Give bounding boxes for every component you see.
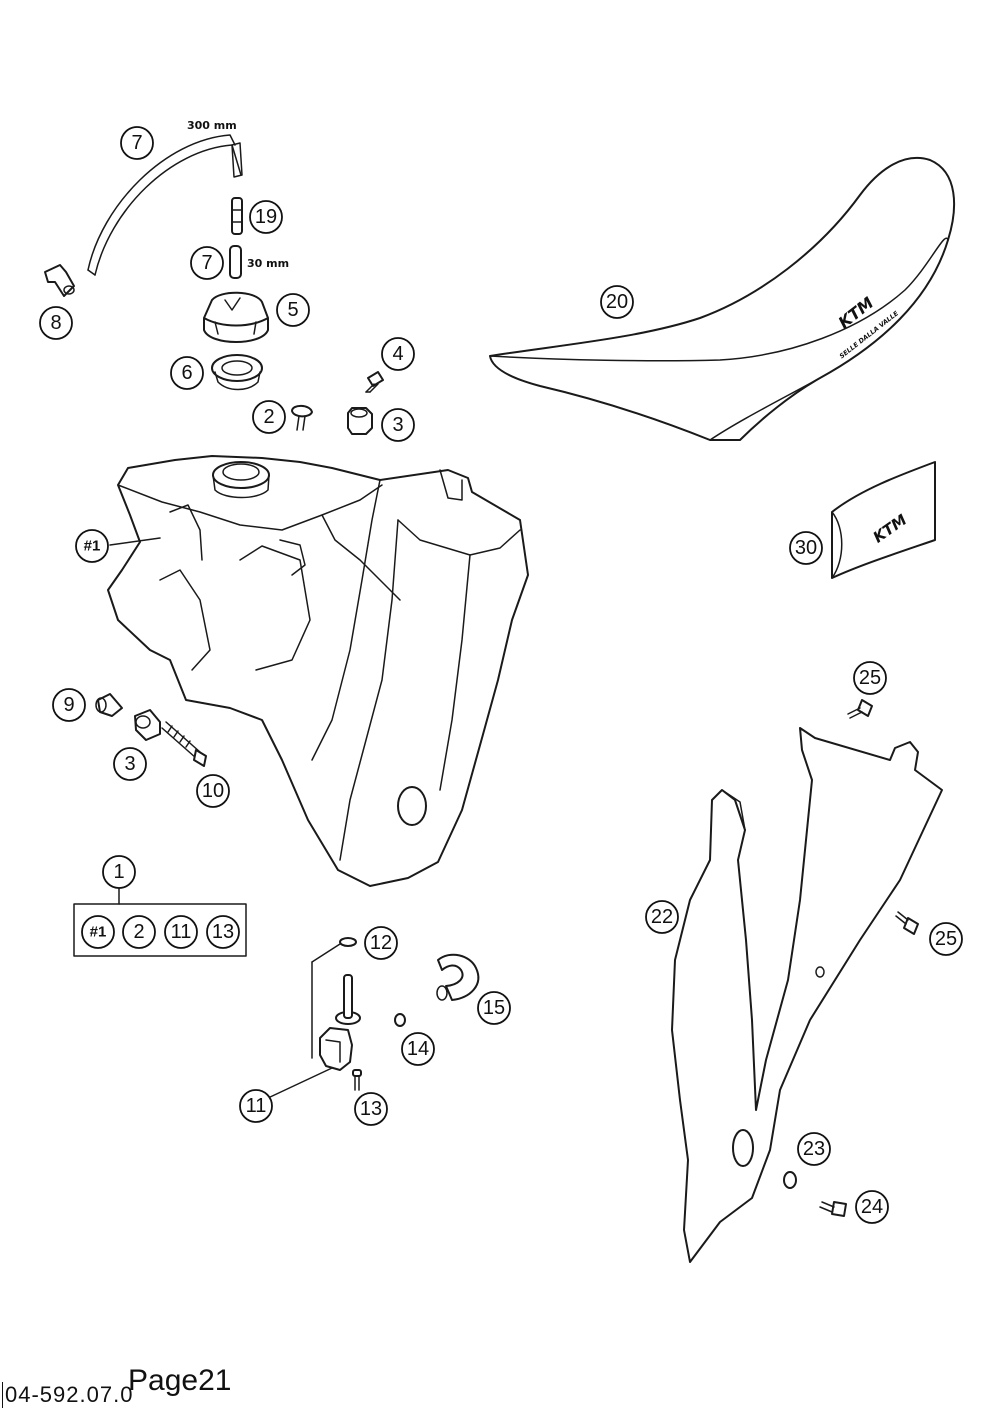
spacer-sleeve [95, 693, 123, 717]
leader-line-12 [311, 943, 341, 963]
screw-25-lower [895, 911, 919, 935]
callout-9: 9 [52, 688, 86, 722]
callout-3-upper: 3 [381, 408, 415, 442]
svg-text:13: 13 [212, 921, 234, 943]
kit-callout-11: 11 [164, 915, 198, 949]
tank-decal [831, 461, 936, 579]
svg-text:19: 19 [255, 206, 277, 228]
callout-7-upper: 7 [120, 126, 154, 160]
callout-19: 19 [249, 200, 283, 234]
svg-text:2: 2 [263, 406, 274, 428]
svg-text:12: 12 [370, 932, 392, 954]
drawing-code: 04-592.07.0 [2, 1382, 133, 1408]
callout-3-lower: 3 [113, 747, 147, 781]
svg-text:#1: #1 [84, 538, 101, 555]
svg-text:2: 2 [133, 921, 144, 943]
screw-13 [352, 1069, 362, 1091]
callout-8: 8 [39, 306, 73, 340]
leader-line-tank [109, 537, 161, 546]
callout-7-lower: 7 [190, 246, 224, 280]
o-ring [339, 937, 357, 947]
svg-text:7: 7 [131, 132, 142, 154]
callout-10: 10 [196, 774, 230, 808]
svg-text:30: 30 [795, 537, 817, 559]
hose-long-length: 300 mm [187, 119, 237, 132]
callout-6: 6 [170, 356, 204, 390]
svg-text:#1: #1 [90, 924, 107, 941]
svg-text:3: 3 [124, 753, 135, 775]
svg-text:23: 23 [803, 1138, 825, 1160]
callout-23: 23 [797, 1132, 831, 1166]
hose-connector [231, 197, 243, 235]
rubber-bushing-upper [347, 407, 373, 435]
svg-text:20: 20 [606, 291, 628, 313]
svg-text:6: 6 [181, 362, 192, 384]
callout-22: 22 [645, 900, 679, 934]
callout-25-upper: 25 [853, 661, 887, 695]
screw-4 [365, 371, 384, 393]
side-panel [671, 727, 943, 1263]
callout-15: 15 [477, 991, 511, 1025]
callout-13: 13 [354, 1092, 388, 1126]
fuel-cap [203, 291, 269, 343]
fuel-tank [107, 455, 529, 887]
svg-text:22: 22 [651, 906, 673, 928]
svg-text:1: 1 [113, 861, 124, 883]
svg-text:24: 24 [861, 1196, 883, 1218]
screw-25-upper [847, 699, 873, 719]
callout-tank: #1 [75, 529, 109, 563]
svg-text:13: 13 [360, 1098, 382, 1120]
callout-14: 14 [401, 1032, 435, 1066]
svg-text:9: 9 [63, 694, 74, 716]
bolt-10 [161, 721, 207, 767]
cap-gasket [211, 354, 263, 391]
callout-4: 4 [381, 337, 415, 371]
svg-text:15: 15 [483, 997, 505, 1019]
elbow-fitting [44, 264, 75, 297]
callout-20: 20 [600, 285, 634, 319]
svg-text:3: 3 [392, 414, 403, 436]
svg-text:25: 25 [859, 667, 881, 689]
kit-callout-2: 2 [122, 915, 156, 949]
callout-5: 5 [276, 293, 310, 327]
screw-24 [819, 1201, 847, 1217]
svg-text:11: 11 [171, 921, 192, 943]
hose-short-length: 30 mm [247, 257, 289, 270]
svg-text:4: 4 [392, 343, 403, 365]
screw-2 [291, 404, 313, 431]
kit-callout-13: 13 [206, 915, 240, 949]
fuel-hose-short [229, 245, 242, 279]
svg-text:5: 5 [287, 299, 298, 321]
kit-callout-tank: #1 [81, 915, 115, 949]
seat [489, 156, 956, 441]
svg-text:11: 11 [246, 1095, 267, 1117]
fuel-tap [267, 974, 361, 1099]
callout-1: 1 [102, 855, 136, 889]
rubber-bushing-lower [134, 709, 161, 741]
fuel-hose-bend [436, 953, 480, 1001]
small-washer [394, 1013, 406, 1027]
callout-2: 2 [252, 400, 286, 434]
svg-text:8: 8 [50, 312, 61, 334]
svg-text:7: 7 [201, 252, 212, 274]
svg-text:25: 25 [935, 928, 957, 950]
callout-12: 12 [364, 926, 398, 960]
svg-text:10: 10 [202, 780, 224, 802]
panel-washer [783, 1171, 797, 1189]
page-label: Page21 [128, 1364, 232, 1397]
callout-11: 11 [239, 1089, 273, 1123]
callout-30: 30 [789, 531, 823, 565]
kit-box [73, 903, 247, 957]
callout-25-lower: 25 [929, 922, 963, 956]
svg-text:14: 14 [407, 1038, 429, 1060]
callout-24: 24 [855, 1190, 889, 1224]
fuel-hose-long [87, 134, 243, 276]
